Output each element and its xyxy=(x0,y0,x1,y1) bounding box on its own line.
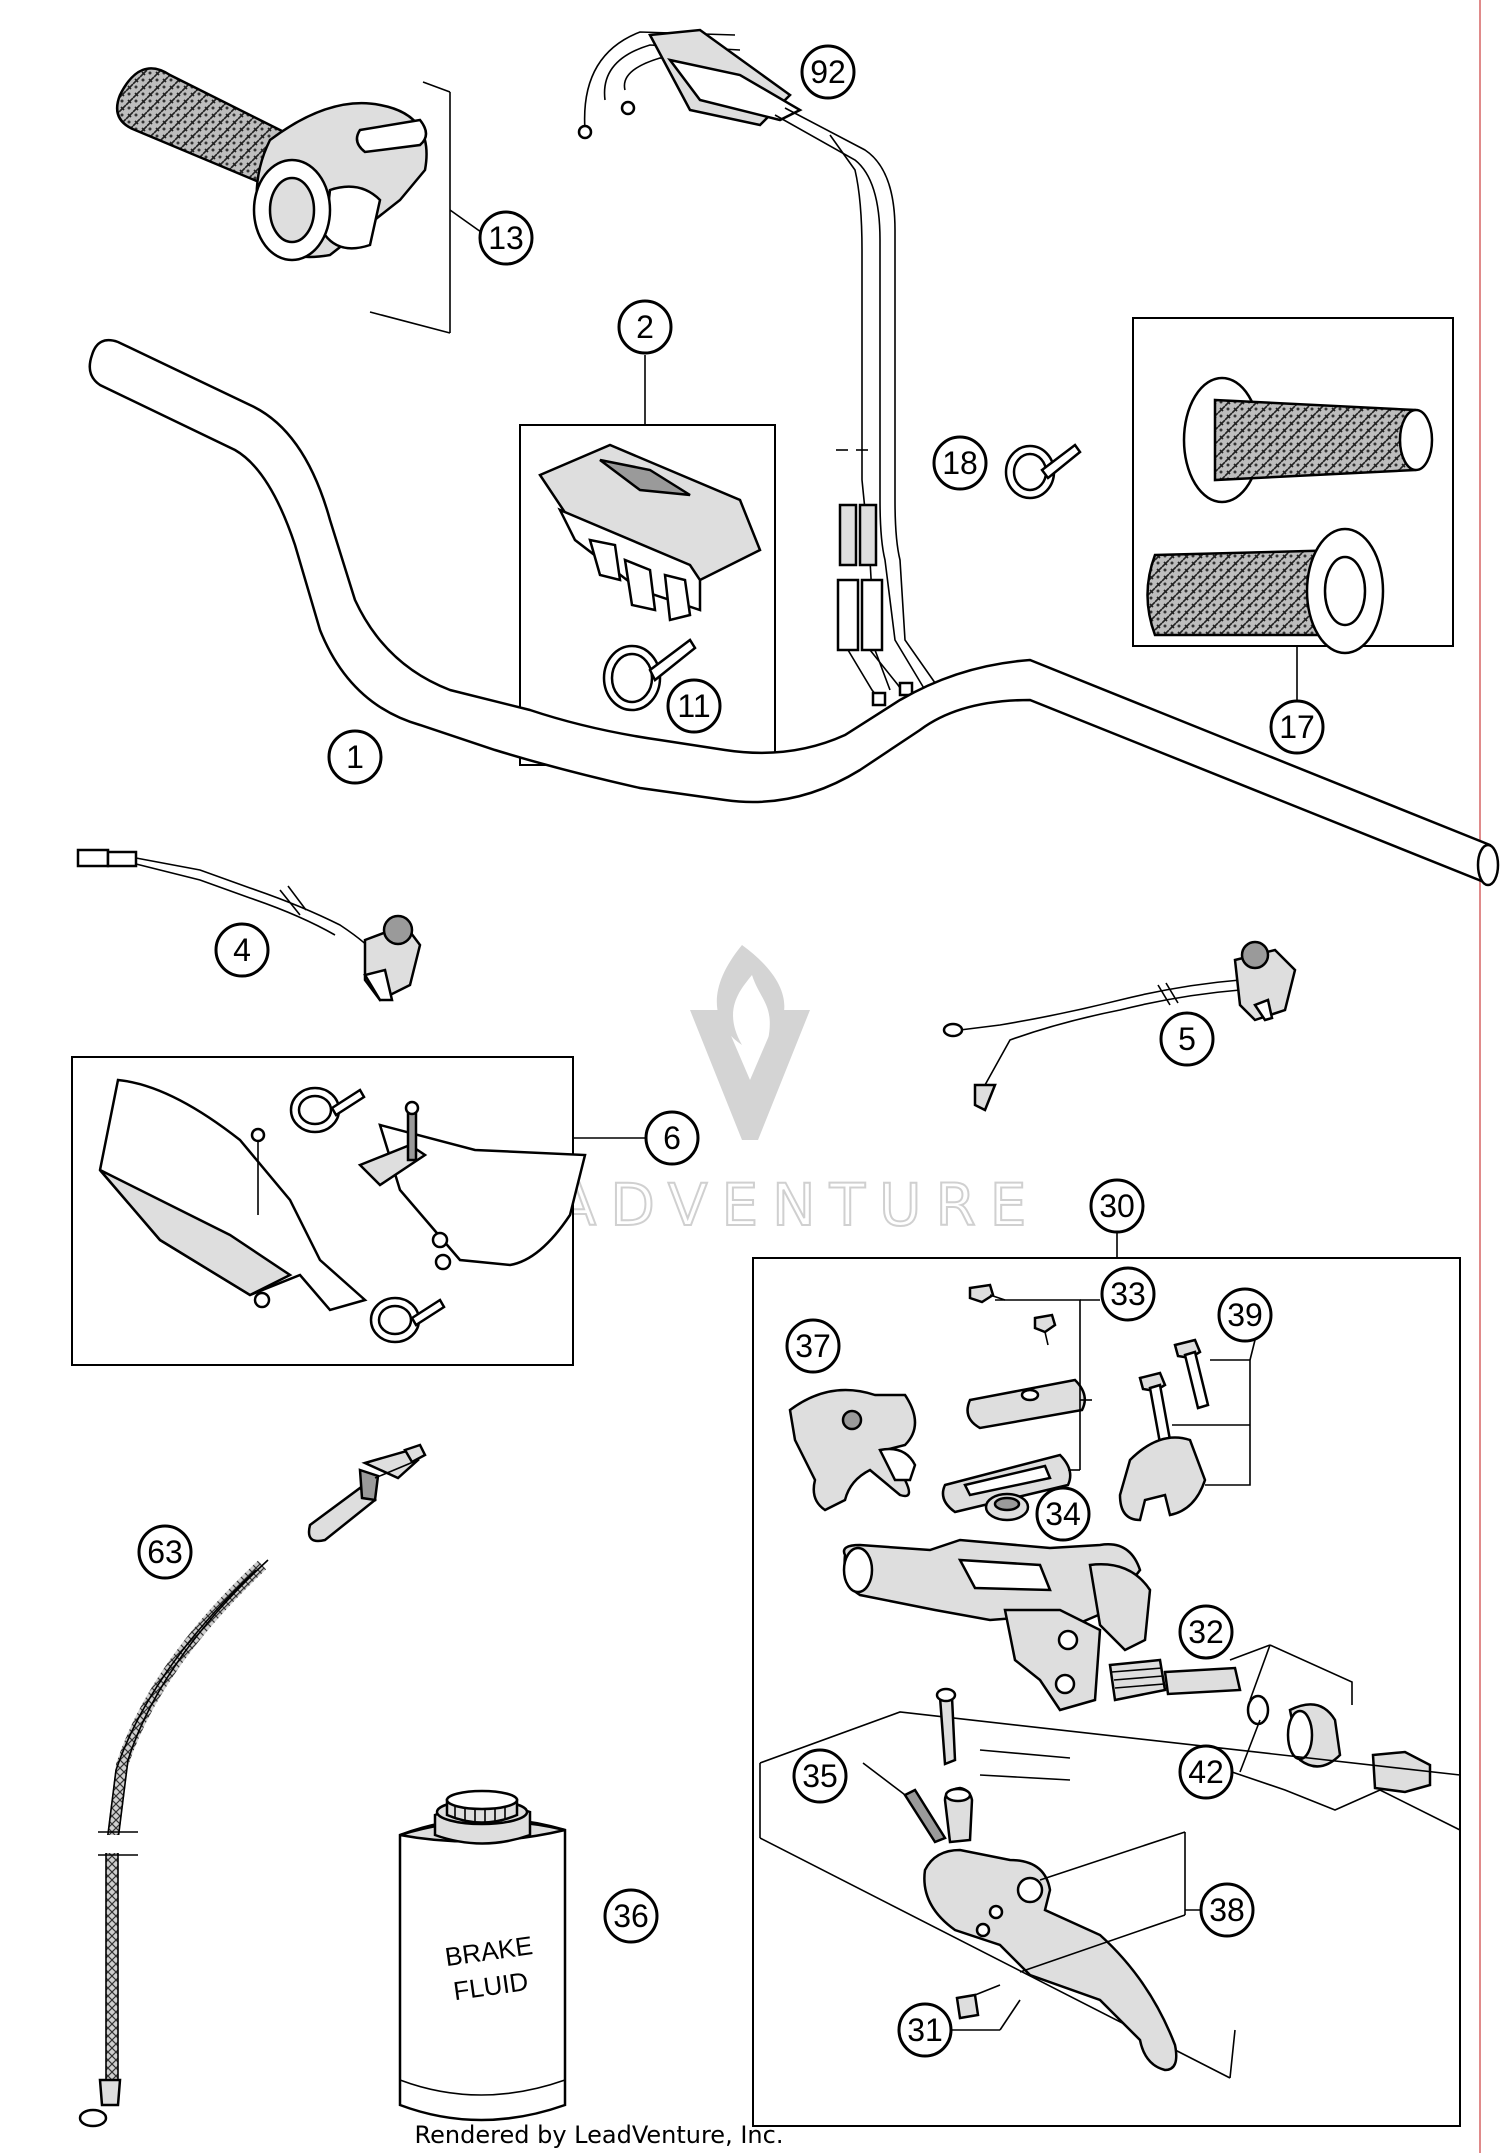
cable-tie-upper xyxy=(289,1086,366,1134)
callout-2[interactable]: 2 xyxy=(617,299,673,355)
svg-text:33: 33 xyxy=(1110,1276,1146,1312)
callout-6[interactable]: 6 xyxy=(644,1110,700,1166)
callout-4[interactable]: 4 xyxy=(214,922,270,978)
callout-5[interactable]: 5 xyxy=(1159,1011,1215,1067)
handlebar xyxy=(88,338,1500,887)
svg-text:17: 17 xyxy=(1279,709,1315,745)
svg-text:34: 34 xyxy=(1045,1496,1081,1532)
svg-text:39: 39 xyxy=(1227,1297,1263,1333)
svg-text:36: 36 xyxy=(613,1898,649,1934)
svg-text:37: 37 xyxy=(795,1328,831,1364)
svg-text:13: 13 xyxy=(488,220,524,256)
callout-36[interactable]: 36 xyxy=(603,1888,659,1944)
grips-box xyxy=(1132,317,1454,647)
grip-left xyxy=(1182,376,1434,504)
pin-42-lines xyxy=(1231,1719,1461,1831)
cable-tie-11 xyxy=(602,638,697,712)
push-rod-32 xyxy=(1108,1644,1432,1794)
svg-text:38: 38 xyxy=(1209,1892,1245,1928)
callout-34[interactable]: 34 xyxy=(1035,1486,1091,1542)
brake-fluid-bottle: BRAKE FLUID xyxy=(398,1789,567,2122)
handlebar-clamp-39 xyxy=(1118,1338,1256,1522)
master-cylinder-box xyxy=(752,1257,1461,2127)
callout-17[interactable]: 17 xyxy=(1269,699,1325,755)
svg-text:31: 31 xyxy=(907,2012,943,2048)
grip-right xyxy=(1146,527,1385,655)
svg-text:1: 1 xyxy=(346,739,364,775)
callout-63[interactable]: 63 xyxy=(137,1524,193,1580)
throttle-cables xyxy=(577,28,941,707)
callout-92[interactable]: 92 xyxy=(800,44,856,100)
cable-tie-18 xyxy=(1004,443,1082,500)
svg-text:35: 35 xyxy=(802,1758,838,1794)
map-switch xyxy=(538,443,762,622)
reservoir-cap-parts xyxy=(941,1283,1100,1514)
callout-37[interactable]: 37 xyxy=(785,1318,841,1374)
callout-35[interactable]: 35 xyxy=(792,1748,848,1804)
lever-guard-37 xyxy=(788,1388,917,1512)
svg-text:42: 42 xyxy=(1188,1754,1224,1790)
start-switch-5 xyxy=(942,940,1297,1112)
callout-33[interactable]: 33 xyxy=(1100,1266,1156,1322)
credit-text: Rendered by LeadVenture, Inc. xyxy=(415,2121,784,2149)
callout-38[interactable]: 38 xyxy=(1199,1882,1255,1938)
callout-30[interactable]: 30 xyxy=(1089,1178,1145,1234)
handguard-right xyxy=(357,1100,587,1271)
lever-subassembly xyxy=(759,1687,1461,2079)
master-cylinder-body xyxy=(842,1538,1152,1712)
svg-text:30: 30 xyxy=(1099,1188,1135,1224)
callout-31[interactable]: 31 xyxy=(897,2002,953,2058)
svg-text:2: 2 xyxy=(636,309,654,345)
callout-42[interactable]: 42 xyxy=(1178,1744,1234,1800)
svg-text:18: 18 xyxy=(942,445,978,481)
cable-tie-lower xyxy=(369,1296,446,1344)
callout-1[interactable]: 1 xyxy=(327,729,383,785)
brake-hose-63 xyxy=(78,1443,427,2128)
handguards-box xyxy=(71,1056,574,1366)
diaphragm-34 xyxy=(984,1492,1030,1522)
callout-13[interactable]: 13 xyxy=(478,210,534,266)
svg-text:32: 32 xyxy=(1188,1614,1224,1650)
kill-switch-4 xyxy=(76,848,422,1002)
svg-text:4: 4 xyxy=(233,932,251,968)
callout-18[interactable]: 18 xyxy=(932,435,988,491)
callout-11[interactable]: 11 xyxy=(666,678,722,734)
svg-text:11: 11 xyxy=(677,688,710,724)
handguard-left xyxy=(98,1078,368,1312)
callout-39[interactable]: 39 xyxy=(1217,1287,1273,1343)
throttle-grip-assembly xyxy=(115,67,489,334)
callout-32[interactable]: 32 xyxy=(1178,1604,1234,1660)
svg-text:6: 6 xyxy=(663,1120,681,1156)
svg-text:5: 5 xyxy=(1178,1021,1196,1057)
svg-text:92: 92 xyxy=(810,54,846,90)
svg-text:63: 63 xyxy=(147,1534,183,1570)
